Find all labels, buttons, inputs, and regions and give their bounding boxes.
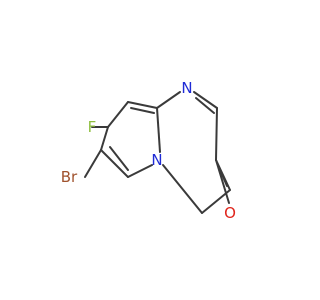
bond-layer (84, 91, 231, 214)
bond-line (215, 107, 218, 161)
bond-line (127, 164, 153, 178)
bond-line (109, 146, 129, 171)
bond-line (215, 159, 230, 204)
bond-line (162, 164, 203, 214)
bond-line (156, 107, 161, 153)
bond-line (100, 126, 109, 151)
fluorine-atom-label: F (88, 118, 97, 136)
bond-line (220, 171, 228, 187)
bond-line (130, 107, 155, 114)
bond-line (156, 91, 181, 109)
bromine-atom-label: Br (61, 168, 78, 186)
molecule-structure: F Br N N O (61, 79, 236, 222)
bond-line (195, 97, 215, 114)
bond-line (100, 149, 129, 178)
bond-line (193, 91, 218, 109)
bridgehead-nitrogen-atom-label: N (151, 151, 162, 169)
oxygen-atom-label: O (224, 204, 236, 222)
structure-canvas: F Br N N O (61, 79, 236, 222)
bond-line (107, 101, 129, 128)
bond-line (84, 149, 102, 178)
ring-nitrogen-atom-label: N (181, 79, 192, 97)
bond-line (127, 101, 158, 109)
atom-label-layer: F Br N N O (61, 79, 236, 222)
